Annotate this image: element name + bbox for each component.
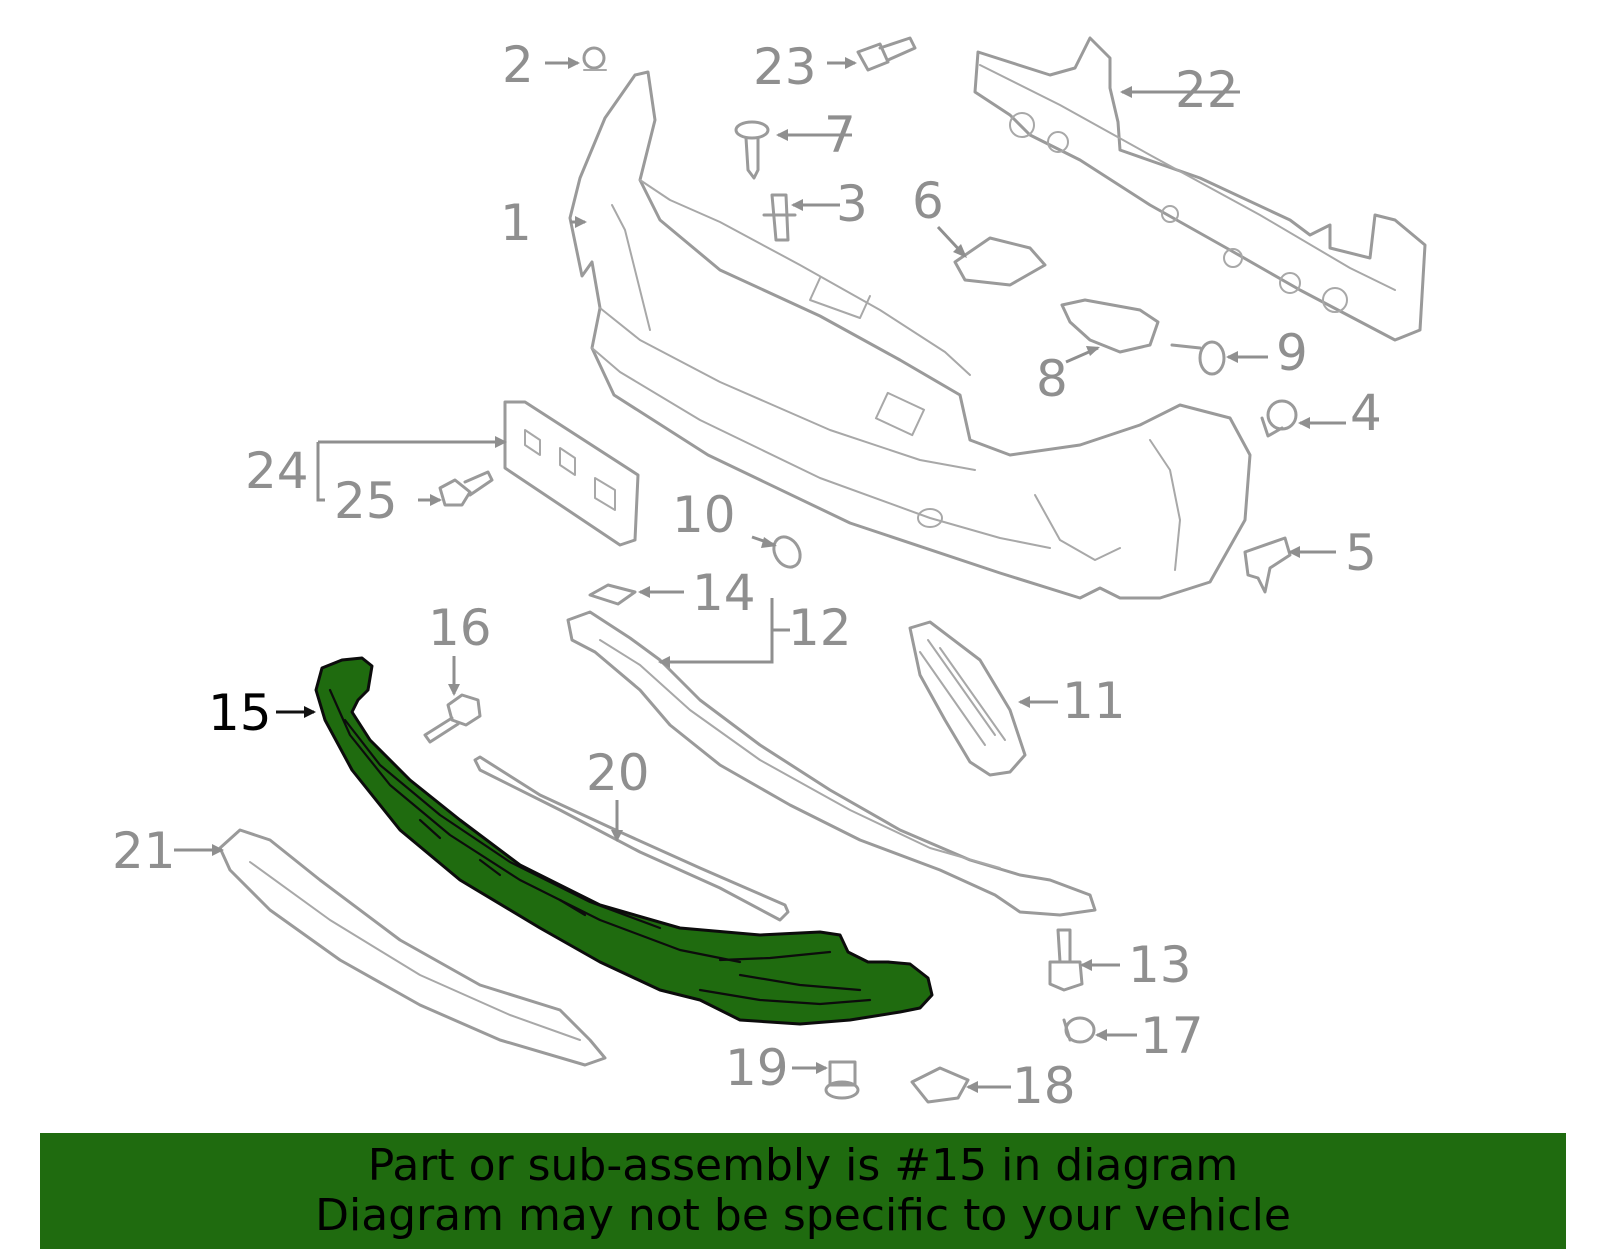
callout-labels: 2 23 22 7 3 1 6 9 8 4 24 25 10 5 14 12 1… <box>112 36 1382 1115</box>
part-2-clip[interactable] <box>582 46 607 71</box>
callout-2[interactable]: 2 <box>502 36 534 94</box>
callout-20[interactable]: 20 <box>586 744 650 802</box>
part-21-skid-plate[interactable] <box>218 828 607 1067</box>
callout-22[interactable]: 22 <box>1175 61 1239 119</box>
callout-6[interactable]: 6 <box>912 172 944 230</box>
part-24-license-bracket[interactable] <box>503 400 640 547</box>
callout-4[interactable]: 4 <box>1350 384 1382 442</box>
part-14-nut[interactable] <box>588 583 637 606</box>
callout-14[interactable]: 14 <box>692 564 756 622</box>
callout-24[interactable]: 24 <box>245 442 309 500</box>
part-3-stud[interactable] <box>762 193 797 242</box>
banner-line-2: Diagram may not be specific to your vehi… <box>315 1190 1291 1241</box>
callout-25[interactable]: 25 <box>334 472 398 530</box>
part-8-bracket[interactable] <box>1060 298 1160 354</box>
part-16-bolt[interactable] <box>423 693 482 744</box>
part-6-bracket[interactable] <box>953 236 1047 287</box>
callout-8[interactable]: 8 <box>1036 350 1068 408</box>
part-25-bolt[interactable] <box>438 470 494 507</box>
callout-23[interactable]: 23 <box>753 38 817 96</box>
part-1-bumper-cover[interactable] <box>568 70 1252 600</box>
part-23-bolt[interactable] <box>856 36 917 72</box>
callout-5[interactable]: 5 <box>1345 524 1377 582</box>
part-10-grommet[interactable] <box>769 532 806 572</box>
callout-10[interactable]: 10 <box>672 486 736 544</box>
part-12-bracket[interactable] <box>566 610 1097 917</box>
callout-9[interactable]: 9 <box>1276 324 1308 382</box>
part-5-clip[interactable] <box>1243 536 1292 594</box>
callout-15[interactable]: 15 <box>208 684 272 742</box>
leader-arrowheads <box>212 57 1310 1093</box>
callout-18[interactable]: 18 <box>1012 1057 1076 1115</box>
callout-17[interactable]: 17 <box>1140 1007 1204 1065</box>
part-13-bolt[interactable] <box>1048 928 1084 992</box>
callout-11[interactable]: 11 <box>1062 672 1126 730</box>
callout-13[interactable]: 13 <box>1128 936 1192 994</box>
part-4-grommet[interactable] <box>1260 399 1298 438</box>
callout-7[interactable]: 7 <box>824 106 856 164</box>
part-info-banner: Part or sub-assembly is #15 in diagram D… <box>40 1133 1566 1249</box>
part-22-reinforcement-beam[interactable] <box>973 36 1427 342</box>
callout-21[interactable]: 21 <box>112 822 176 880</box>
part-7-screw[interactable] <box>734 120 770 180</box>
callout-19[interactable]: 19 <box>725 1039 789 1097</box>
part-15-lower-deflector[interactable] <box>314 656 934 1026</box>
part-20-molding-strip[interactable] <box>473 755 790 922</box>
callout-16[interactable]: 16 <box>428 599 492 657</box>
part-17-clip[interactable] <box>1062 1016 1096 1044</box>
part-18-nut[interactable] <box>910 1066 970 1104</box>
banner-line-1: Part or sub-assembly is #15 in diagram <box>367 1140 1239 1191</box>
part-11-grille-insert[interactable] <box>908 620 1027 777</box>
callout-1[interactable]: 1 <box>500 194 532 252</box>
callout-3[interactable]: 3 <box>836 175 868 233</box>
part-19-clip[interactable] <box>824 1060 860 1100</box>
part-9-rivet[interactable] <box>1170 340 1226 376</box>
callout-12[interactable]: 12 <box>788 599 852 657</box>
